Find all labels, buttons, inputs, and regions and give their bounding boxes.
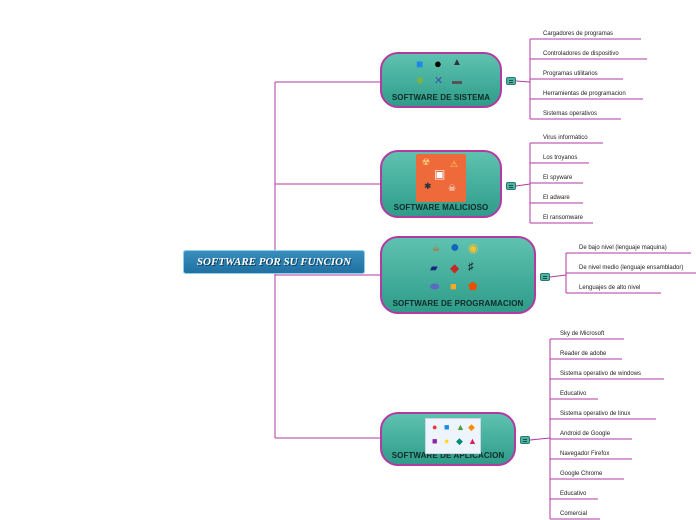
apple-logo-icon: ●	[434, 56, 442, 71]
linux-logo-icon: ▲	[452, 57, 462, 68]
leaf-node[interactable]: Navegador Firefox	[560, 451, 610, 457]
branch-label: SOFTWARE DE SISTEMA	[391, 93, 491, 102]
leaf-node[interactable]: Educativo	[560, 391, 587, 397]
branch-label: SOFTWARE MALICIOSO	[393, 203, 489, 212]
collapse-toggle[interactable]	[540, 273, 550, 281]
malware-collage-icon: ▣	[434, 167, 446, 181]
leaf-node[interactable]: Lenguajes de alto nivel	[579, 285, 641, 291]
python-icon: ◉	[468, 241, 479, 255]
branch-software-de-programacion[interactable]: SOFTWARE DE PROGRAMACION	[380, 236, 536, 314]
root-label: SOFTWARE POR SU FUNCION	[196, 256, 352, 268]
android-icon: ◆	[416, 75, 424, 86]
leaf-node[interactable]: De nivel medio (lenguaje ensamblador)	[579, 265, 684, 271]
hub-connector	[549, 274, 567, 278]
leaf-node[interactable]: Programas utilitarios	[543, 71, 598, 77]
collapse-toggle[interactable]	[506, 182, 516, 190]
branch-label: SOFTWARE DE PROGRAMACION	[392, 299, 524, 308]
connectors	[274, 38, 696, 520]
aplicacion-image: ● ■ ▲ ◆ ■ ● ◆ ▲	[425, 418, 481, 454]
leaf-node[interactable]: Sistema operativo de linux	[560, 411, 631, 417]
leaf-node[interactable]: Los troyanos	[543, 155, 578, 161]
ruby-icon: ◆	[450, 261, 460, 275]
printer-icon: ▬	[452, 76, 462, 87]
malware-collage-icon: ☠	[448, 183, 457, 193]
leaf-node[interactable]: Educativo	[560, 491, 587, 497]
leaf-node[interactable]: Cargadores de programas	[543, 31, 614, 37]
applications-collage-icon: ■	[444, 422, 450, 432]
java-icon: ☕	[432, 243, 441, 253]
leaf-node[interactable]: Android de Google	[560, 431, 611, 437]
leaf-node[interactable]: Google Chrome	[560, 471, 603, 477]
leaf-node[interactable]: El adware	[543, 195, 570, 201]
leaf-node[interactable]: Reader de adobe	[560, 351, 607, 357]
applications-collage-icon: ■	[432, 436, 438, 446]
c-sharp-icon: ●	[450, 239, 460, 256]
php-icon: ⬬	[430, 281, 440, 293]
leaf-node[interactable]: Virus informático	[543, 135, 588, 141]
leaf-node[interactable]: Comercial	[560, 511, 588, 517]
leaf-node[interactable]: El ransomware	[543, 215, 584, 221]
malicioso-image: ☢ ▣ ⚠ ✱ ☠	[416, 154, 466, 202]
malware-collage-icon: ☢	[422, 157, 431, 167]
leaf-node[interactable]: Herramientas de programacion	[543, 91, 626, 97]
c-sharp-icon: ♯	[468, 261, 474, 273]
html5-icon: ⬟	[468, 281, 478, 293]
applications-collage-icon: ▲	[456, 422, 465, 432]
hub-connector	[515, 183, 531, 187]
leaf-node[interactable]: Sistemas operativos	[543, 111, 598, 117]
javascript-icon: ■	[450, 281, 457, 293]
tools-icon: ✕	[434, 75, 444, 87]
leaf-node[interactable]: Sistema operativo de windows	[560, 371, 642, 377]
windows-logo-icon: ■	[416, 57, 424, 71]
hub-connector	[529, 437, 551, 441]
leaf-node[interactable]: Sky de Microsoft	[560, 331, 605, 337]
applications-collage-icon: ◆	[456, 436, 463, 446]
collapse-toggle[interactable]	[506, 77, 516, 85]
applications-collage-icon: ◆	[468, 422, 475, 432]
hub-connector	[515, 80, 531, 83]
branch-label: SOFTWARE DE APLICACION	[391, 451, 505, 460]
malware-collage-icon: ⚠	[450, 159, 459, 169]
perl-icon: ▰	[430, 263, 438, 274]
branch-software-de-sistema[interactable]: SOFTWARE DE SISTEMA	[380, 52, 502, 108]
applications-collage-icon: ▲	[468, 436, 477, 446]
sistema-image: ■ ● ▲ ◆ ✕ ▬	[410, 56, 472, 90]
leaf-node[interactable]: El spyware	[543, 175, 573, 181]
programacion-image: ☕ ● ◉ ▰ ◆ ♯ ⬬ ■ ⬟	[428, 240, 490, 296]
collapse-toggle[interactable]	[520, 436, 530, 444]
applications-collage-icon: ●	[444, 436, 450, 446]
root-node[interactable]: SOFTWARE POR SU FUNCION	[183, 250, 365, 274]
malware-collage-icon: ✱	[424, 181, 432, 191]
leaf-node[interactable]: Controladores de dispositivo	[543, 51, 619, 57]
leaf-node[interactable]: De bajo nivel (lenguaje maquina)	[579, 245, 667, 251]
applications-collage-icon: ●	[432, 422, 438, 432]
